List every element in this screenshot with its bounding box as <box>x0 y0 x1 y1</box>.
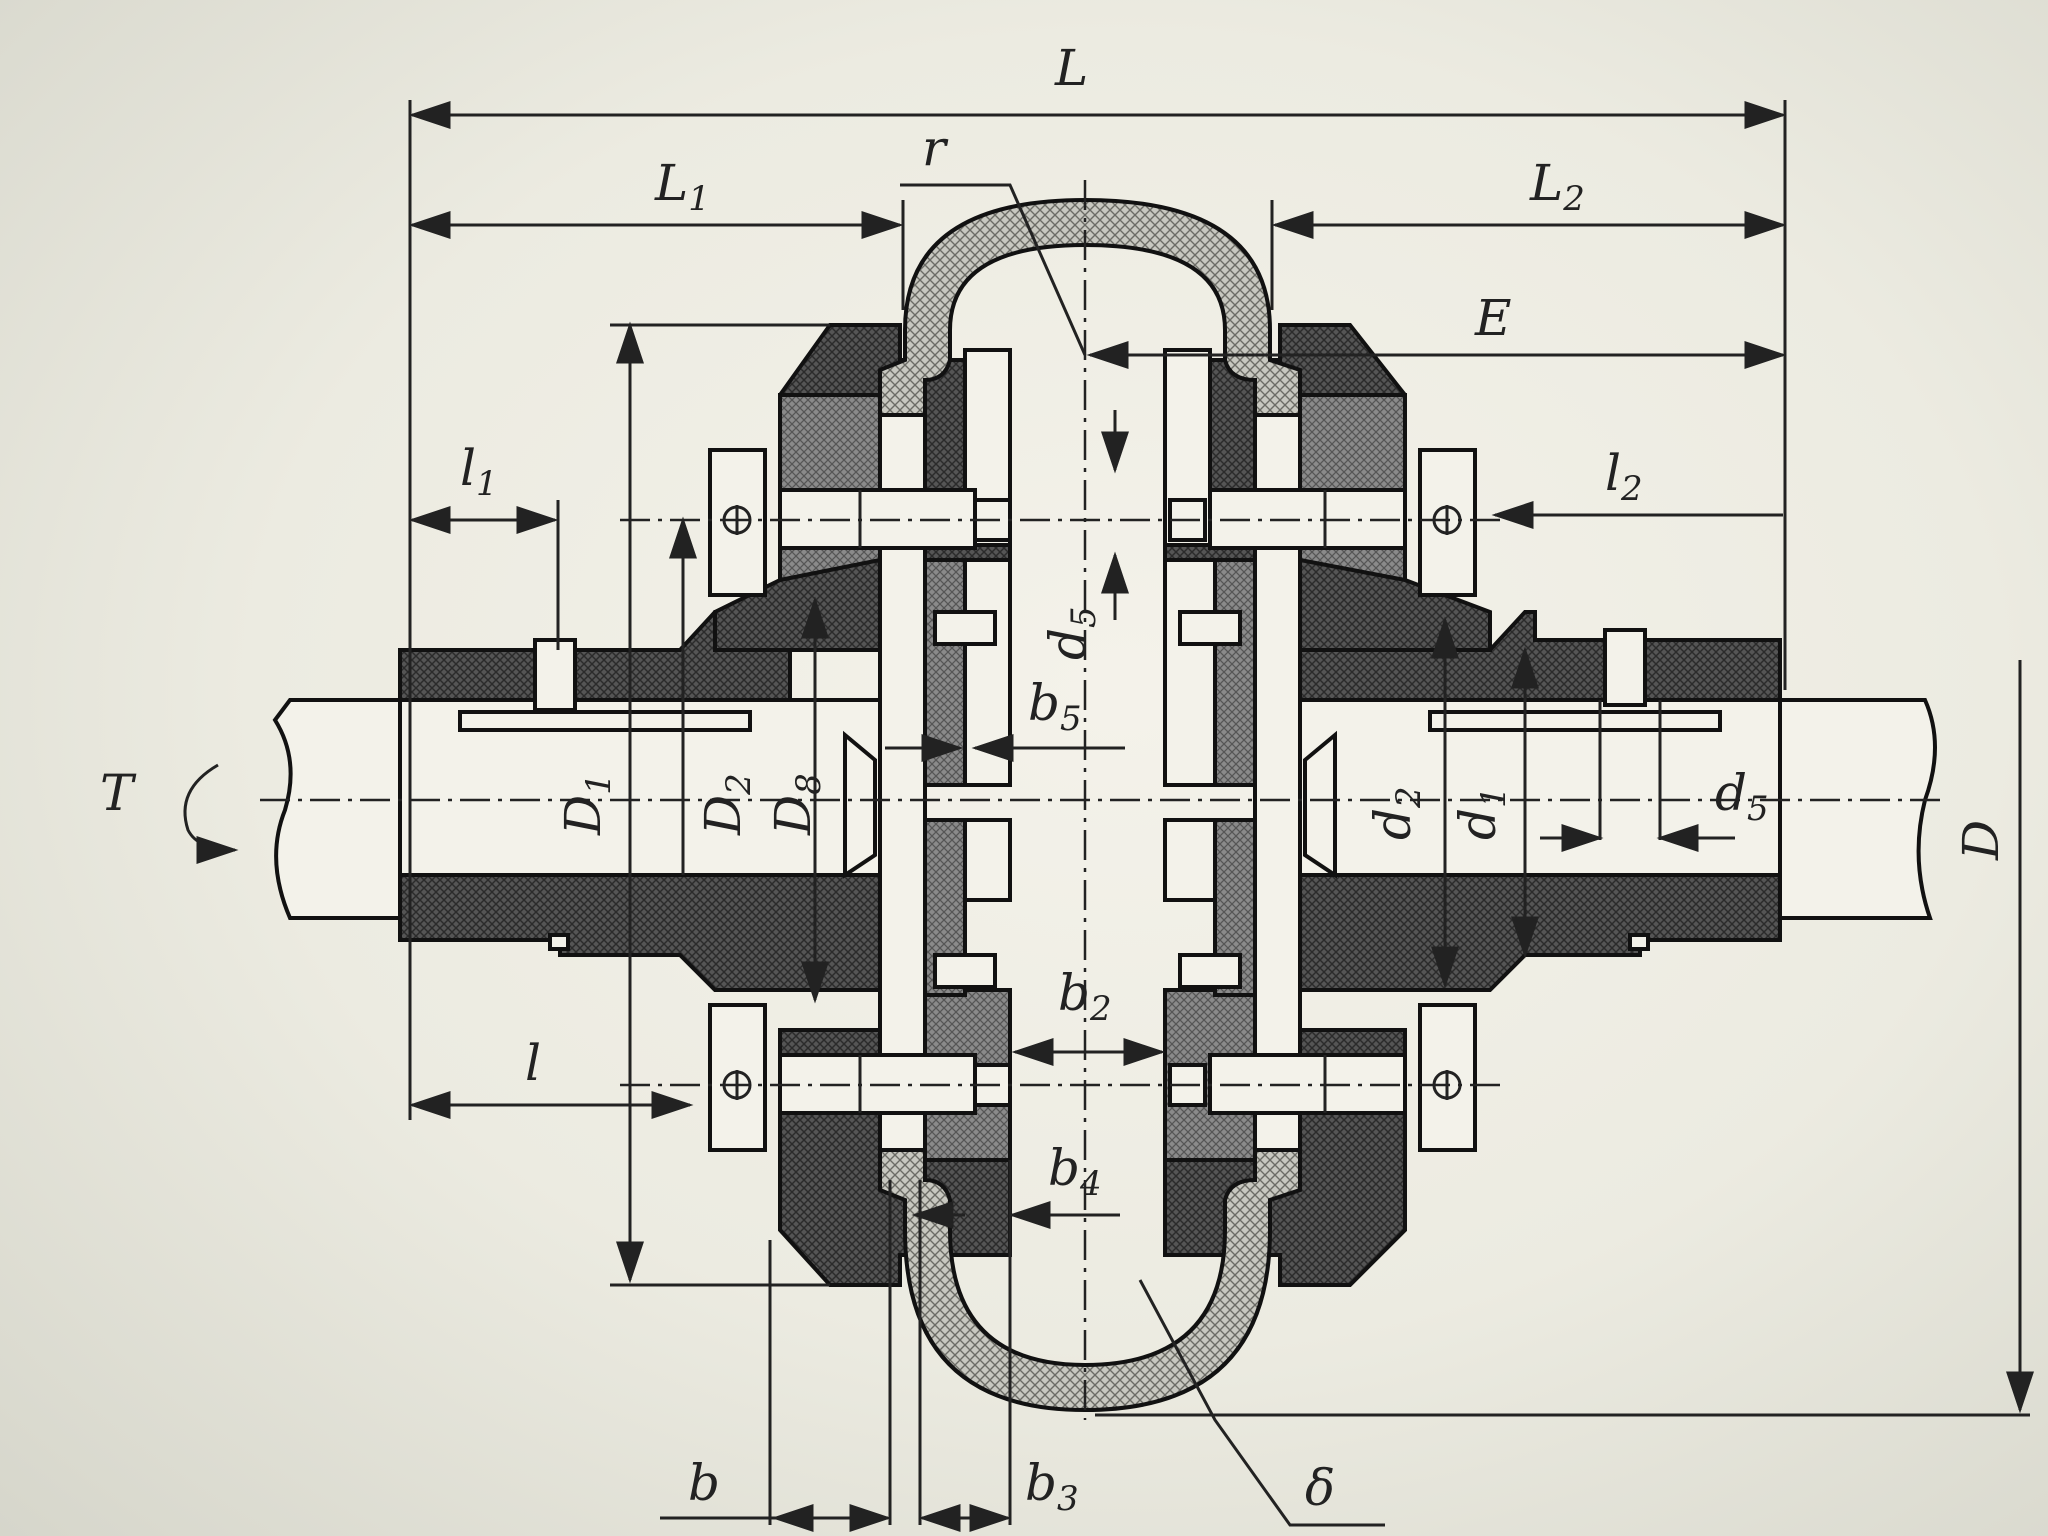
pins <box>933 610 1242 989</box>
label-b5: b5 <box>1028 674 1082 739</box>
label-d2: d2 <box>1364 786 1429 840</box>
label-D2: D2 <box>694 773 759 836</box>
left-shaft <box>272 698 402 920</box>
label-L: L <box>1054 39 1088 97</box>
curved-arrow-icon <box>183 763 239 864</box>
label-d5-upper: d5 <box>1039 606 1104 660</box>
label-b2: b2 <box>1058 964 1112 1029</box>
right-shaft <box>1778 698 1937 920</box>
label-delta: δ <box>1305 1459 1335 1517</box>
label-D1: D1 <box>554 773 619 836</box>
label-L2: L2 <box>1529 154 1585 219</box>
label-l: l <box>525 1034 541 1092</box>
label-D: D <box>1952 820 2010 861</box>
label-b: b <box>688 1454 720 1512</box>
label-l2: l2 <box>1605 444 1643 509</box>
labels: L L1 L2 r E l1 l2 l T D D1 D2 D8 d5 d5 d… <box>100 39 2010 1519</box>
label-d5-right: d5 <box>1715 764 1769 829</box>
label-L1: L1 <box>654 154 710 219</box>
label-l1: l1 <box>460 439 498 504</box>
label-D8: D8 <box>764 773 829 836</box>
label-r: r <box>922 119 949 177</box>
dimension-lines <box>408 100 2034 1532</box>
label-E: E <box>1474 289 1512 347</box>
label-T: T <box>100 764 137 822</box>
right-hub <box>1298 610 1782 992</box>
label-b4: b4 <box>1048 1139 1102 1204</box>
label-b3: b3 <box>1025 1454 1079 1519</box>
label-d1: d1 <box>1449 786 1514 840</box>
center-lines <box>260 180 1940 1420</box>
